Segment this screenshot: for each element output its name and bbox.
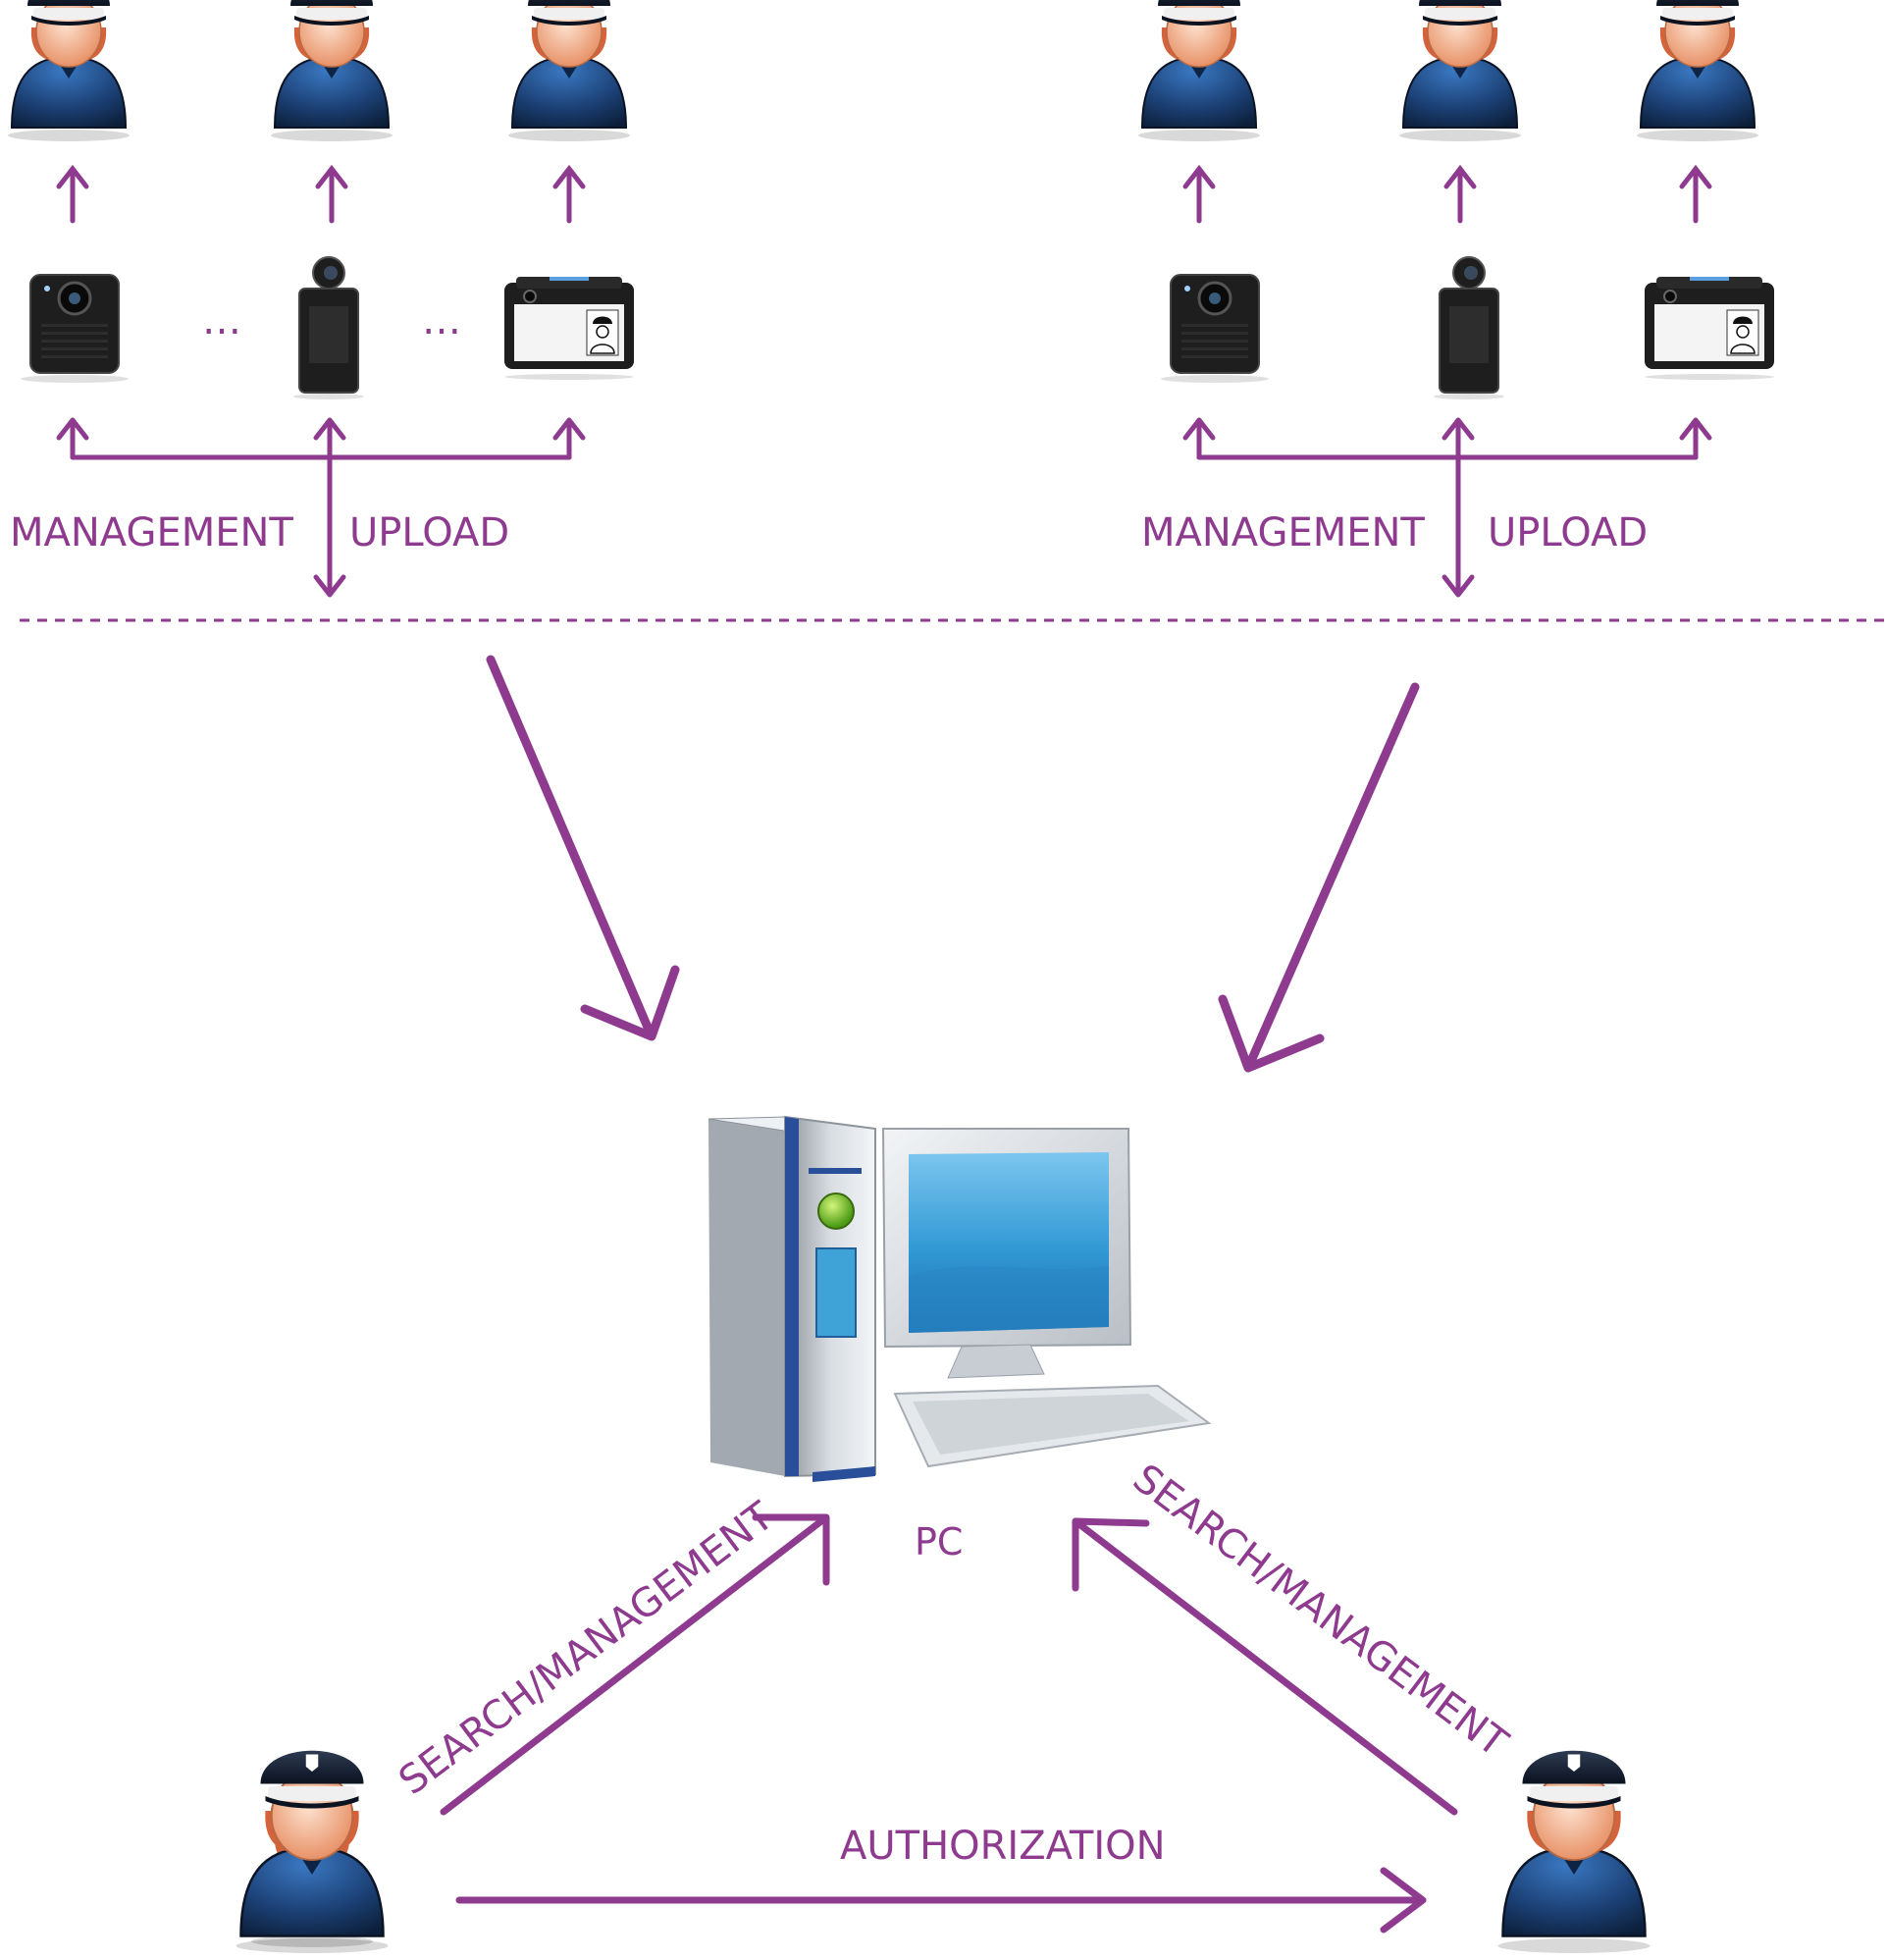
police-officer-icon xyxy=(507,0,631,142)
up-arrow xyxy=(1182,164,1216,224)
right-device-group: MANAGEMENT UPLOAD xyxy=(1137,0,1775,598)
police-officer-icon xyxy=(235,1749,390,1955)
up-arrow xyxy=(552,164,586,224)
left-device-group: … … MANAGEMENT UPLOAD xyxy=(7,0,635,598)
left-bus-connector xyxy=(56,417,586,598)
police-officer-icon xyxy=(270,0,393,142)
upload-arrow-left xyxy=(486,655,680,1041)
body-camera-square-icon xyxy=(19,273,131,385)
body-camera-badge-icon xyxy=(503,276,635,381)
up-arrow xyxy=(56,164,89,224)
up-arrow xyxy=(315,164,348,224)
management-label: MANAGEMENT xyxy=(1141,510,1425,556)
authorization-arrow xyxy=(455,1867,1427,1934)
search-management-label: SEARCH/MANAGEMENT xyxy=(1125,1456,1516,1766)
pc-label: PC xyxy=(915,1520,963,1563)
upload-arrow-right xyxy=(1218,682,1420,1073)
up-arrow xyxy=(1679,164,1712,224)
police-officer-icon xyxy=(1398,0,1522,142)
police-officer-icon xyxy=(7,0,131,142)
upload-label: UPLOAD xyxy=(1488,510,1648,556)
body-camera-badge-icon xyxy=(1644,276,1775,381)
police-officer-icon xyxy=(1496,1749,1651,1955)
search-arrow-right xyxy=(1072,1517,1458,1816)
police-officer-icon xyxy=(1137,0,1261,142)
management-label: MANAGEMENT xyxy=(10,510,293,556)
up-arrow xyxy=(1443,164,1477,224)
desktop-computer-icon xyxy=(708,1115,1212,1482)
ellipsis-text: … xyxy=(202,298,241,344)
body-camera-rotating-head-icon xyxy=(1433,256,1505,400)
upload-label: UPLOAD xyxy=(349,510,509,556)
search-management-label: SEARCH/MANAGEMENT xyxy=(391,1494,782,1804)
search-arrow-left xyxy=(440,1513,830,1816)
authorization-label: AUTHORIZATION xyxy=(840,1824,1166,1869)
body-camera-rotating-head-icon xyxy=(292,256,365,400)
police-officer-icon xyxy=(1636,0,1759,142)
body-camera-square-icon xyxy=(1159,273,1271,385)
ellipsis-text: … xyxy=(422,298,461,344)
right-bus-connector xyxy=(1182,417,1712,598)
